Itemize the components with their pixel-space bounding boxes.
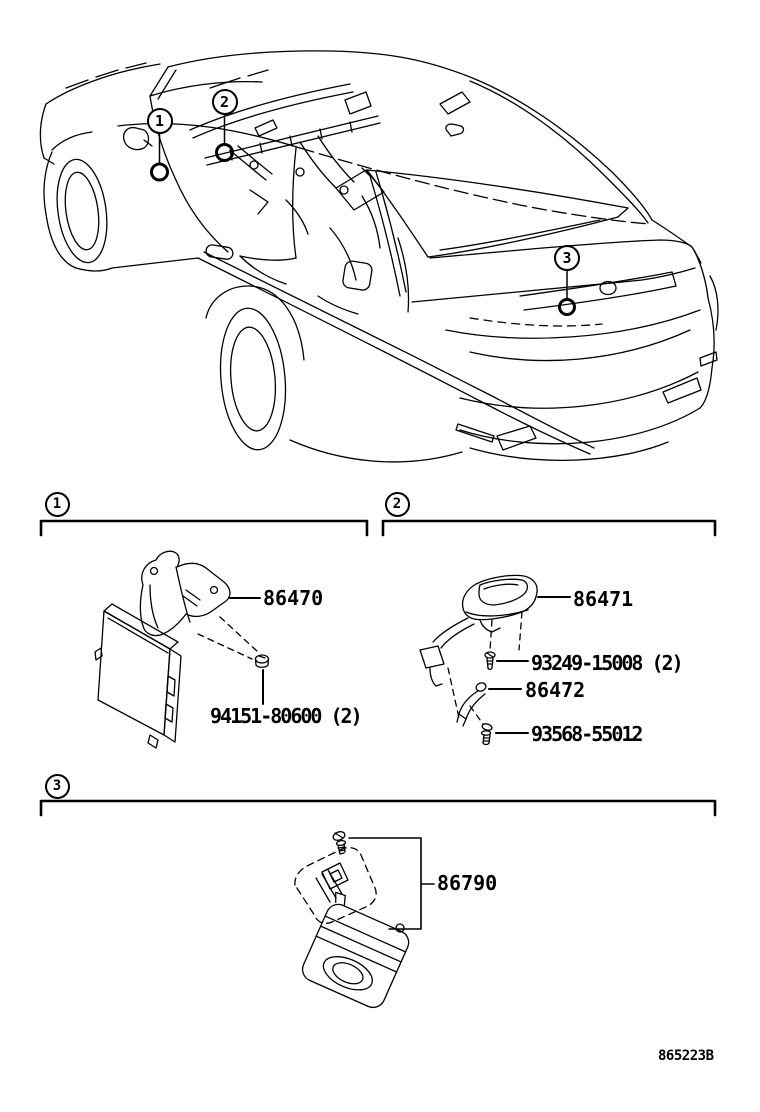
part-number-label[interactable]: 86471 (573, 587, 634, 611)
antenna-bracket-drawing (456, 682, 487, 727)
camera-assembly-drawing (294, 831, 435, 1009)
car-callout-2[interactable]: 2 (211, 89, 238, 115)
screw-icon (484, 651, 496, 671)
section-3-callout[interactable]: 3 (44, 773, 70, 799)
section-brackets (39, 519, 717, 817)
tuner-assembly-drawing (94, 550, 270, 749)
part-number-label[interactable]: 86470 (263, 586, 324, 610)
section-1-callout[interactable]: 1 (44, 491, 70, 517)
car-callout-markers (150, 114, 576, 316)
car-callout-3[interactable]: 3 (554, 245, 580, 271)
antenna-assembly-drawing (419, 574, 571, 746)
section-2-callout[interactable]: 2 (384, 491, 410, 517)
car-line-art (39, 50, 719, 463)
screw-icon (332, 831, 347, 855)
part-number-label[interactable]: 86472 (525, 678, 586, 702)
nut-icon (254, 654, 270, 668)
part-number-label[interactable]: 93249-15008 (2) (531, 651, 684, 675)
screw-icon (480, 723, 493, 746)
part-number-label[interactable]: 93568-55012 (531, 722, 643, 746)
part-number-label[interactable]: 86790 (437, 871, 498, 895)
car-callout-1[interactable]: 1 (146, 108, 173, 134)
part-number-label[interactable]: 94151-80600 (2) (210, 704, 363, 728)
figure-code: 865223B (658, 1048, 714, 1064)
